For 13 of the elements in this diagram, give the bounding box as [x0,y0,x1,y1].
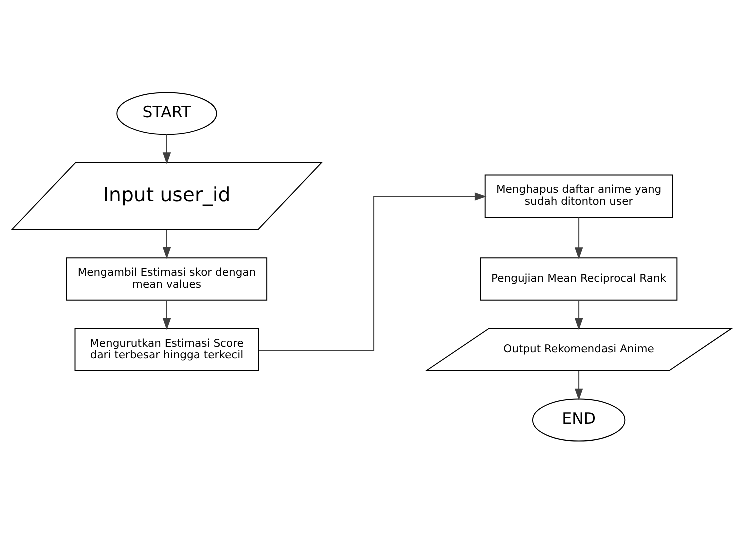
node-box: Menghapus daftar anime yang sudah ditonton user [484,174,674,218]
node-ellipse: END [532,398,626,442]
arrow [574,370,584,400]
arrow [162,229,172,259]
arrow [258,192,487,351]
node-ellipse: START [116,92,218,135]
arrow [574,216,584,259]
node-box: Mengurutkan Estimasi Score dari terbesar hingga terkecil [74,328,260,371]
node-box: Pengujian Mean Reciprocal Rank [480,257,678,300]
arrow [162,134,172,164]
node-box: Mengambil Estimasi skor dengan mean values [66,257,268,300]
arrow [574,299,584,330]
arrow [162,299,172,330]
